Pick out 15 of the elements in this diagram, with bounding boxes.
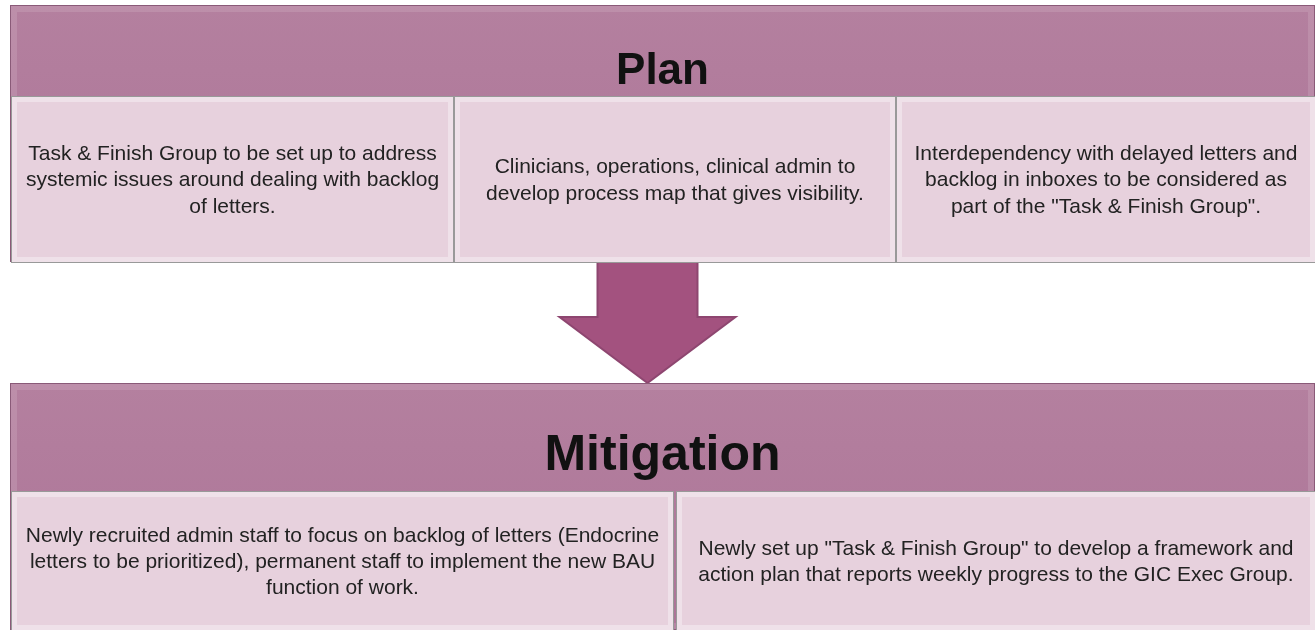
box-text: Clinicians, operations, clinical admin to develop process map that gives visibility. bbox=[485, 153, 865, 206]
section-title: Mitigation bbox=[543, 424, 782, 482]
mitigation-band bbox=[10, 383, 1315, 630]
block-arrow bbox=[556, 261, 739, 385]
text-box bbox=[11, 96, 454, 263]
text-box bbox=[896, 96, 1315, 263]
section-title: Plan bbox=[615, 44, 710, 94]
text-box bbox=[676, 491, 1315, 630]
box-text: Newly recruited admin staff to focus on backlog of letters (Endocrine letters to be prioritized), permanent staff to implement the new BAU function of work. bbox=[24, 521, 661, 601]
plan-band bbox=[10, 5, 1315, 262]
box-text: Interdependency with delayed letters and backlog in inboxes to be considered as part of the "Task & Finish Group". bbox=[913, 140, 1299, 219]
box-text: Newly set up "Task & Finish Group" to develop a framework and action plan that reports weekly progress to the GIC Exec Group. bbox=[697, 534, 1295, 587]
text-box bbox=[11, 491, 674, 630]
text-box bbox=[454, 96, 896, 263]
box-text: Task & Finish Group to be set up to address systemic issues around dealing with backlog of letters. bbox=[24, 140, 441, 219]
